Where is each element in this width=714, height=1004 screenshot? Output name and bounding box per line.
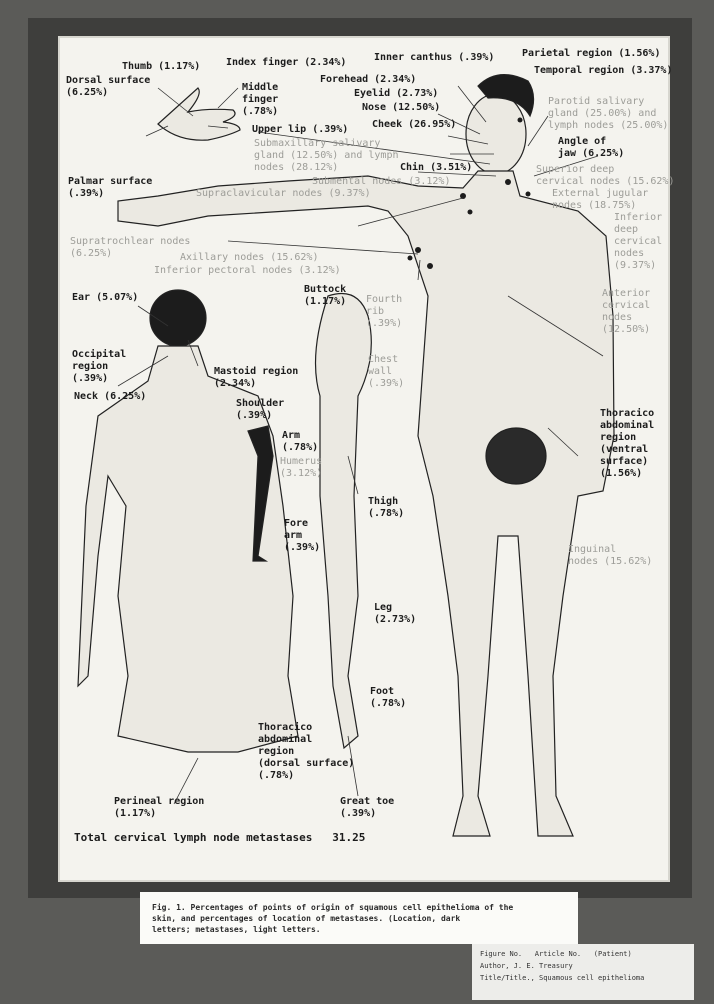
illustration-plate: Thumb (1.17%) Index finger (2.34%) Inner… xyxy=(58,36,670,882)
side-leg xyxy=(316,294,372,749)
caption-text: Percentages of points of origin of squam… xyxy=(152,903,513,934)
label-index-finger: Index finger (2.34%) xyxy=(226,57,346,69)
stamp-line-2: Author, J. E. Treasury xyxy=(480,960,686,972)
label-foot: Foot (.78%) xyxy=(370,686,406,710)
label-superior-deep-cervical: Superior deep cervical nodes (15.62%) xyxy=(536,164,674,188)
label-submental: Submental nodes (3.12%) xyxy=(312,176,450,188)
label-thoracico-dorsal: Thoracico abdominal region (dorsal surfa… xyxy=(258,722,354,782)
label-inner-canthus: Inner canthus (.39%) xyxy=(374,52,494,64)
label-neck: Neck (6.25%) xyxy=(74,391,146,403)
label-fourth-rib: Fourth rib (.39%) xyxy=(366,294,402,330)
label-occipital-region: Occipital region (.39%) xyxy=(72,349,126,385)
figure-caption: Fig. 1. Percentages of points of origin … xyxy=(140,892,578,944)
label-leg: Leg (2.73%) xyxy=(374,602,416,626)
label-inguinal-nodes: Inguinal nodes (15.62%) xyxy=(568,544,652,568)
label-inferior-deep-cervical: Inferior deep cervical nodes (9.37%) xyxy=(614,212,662,272)
label-supratrochlear: Supratrochlear nodes (6.25%) xyxy=(70,236,190,260)
label-nose: Nose (12.50%) xyxy=(362,102,440,114)
label-chin: Chin (3.51%) xyxy=(400,162,472,174)
label-cheek: Cheek (26.95%) xyxy=(372,119,456,131)
label-parotid: Parotid salivary gland (25.00%) and lymp… xyxy=(548,96,668,132)
label-supraclavicular: Supraclavicular nodes (9.37%) xyxy=(196,188,371,200)
label-parietal-region: Parietal region (1.56%) xyxy=(522,48,660,60)
label-buttock: Buttock (1.17%) xyxy=(304,284,346,308)
label-ear: Ear (5.07%) xyxy=(72,292,138,304)
label-great-toe: Great toe (.39%) xyxy=(340,796,394,820)
label-humerus: Humerus (3.12%) xyxy=(280,456,322,480)
label-arm: Arm (.78%) xyxy=(282,430,318,454)
stamp-line-1: Figure No. Article No. (Patient) xyxy=(480,948,686,960)
label-external-jugular: External jugular nodes (18.75%) xyxy=(552,188,648,212)
archive-stamp: Figure No. Article No. (Patient) Author,… xyxy=(472,944,694,1000)
caption-figure-number: Fig. 1. xyxy=(152,903,186,912)
label-axillary: Axillary nodes (15.62%) xyxy=(180,252,318,264)
label-upper-lip: Upper lip (.39%) xyxy=(252,124,348,136)
label-mastoid-region: Mastoid region (2.34%) xyxy=(214,366,298,390)
hand-drawing xyxy=(158,88,240,140)
label-palmar-surface: Palmar surface (.39%) xyxy=(68,176,152,200)
label-angle-of-jaw: Angle of jaw (6.25%) xyxy=(558,136,624,160)
label-anterior-cervical: Anterior cervical nodes (12.50%) xyxy=(602,288,650,336)
label-middle-finger: Middle finger (.78%) xyxy=(242,82,278,118)
label-temporal-region: Temporal region (3.37%) xyxy=(534,65,672,77)
label-shoulder: Shoulder (.39%) xyxy=(236,398,284,422)
label-thoracico-ventral: Thoracico abdominal region (ventral surf… xyxy=(600,408,654,480)
label-inferior-pectoral: Inferior pectoral nodes (3.12%) xyxy=(154,265,341,277)
label-thigh: Thigh (.78%) xyxy=(368,496,404,520)
label-thumb: Thumb (1.17%) xyxy=(122,61,200,73)
label-perineal-region: Perineal region (1.17%) xyxy=(114,796,204,820)
label-chest-wall: Chest wall (.39%) xyxy=(368,354,404,390)
label-eyelid: Eyelid (2.73%) xyxy=(354,88,438,100)
label-dorsal-surface: Dorsal surface (6.25%) xyxy=(66,75,150,99)
label-total-cervical-metastases: Total cervical lymph node metastases 31.… xyxy=(74,832,365,844)
stamp-line-3: Title/Title., Squamous cell epithelioma xyxy=(480,972,686,984)
label-forearm: Fore arm (.39%) xyxy=(284,518,320,554)
label-forehead: Forehead (2.34%) xyxy=(320,74,416,86)
label-submaxillary: Submaxillary salivary gland (12.50%) and… xyxy=(254,138,399,174)
